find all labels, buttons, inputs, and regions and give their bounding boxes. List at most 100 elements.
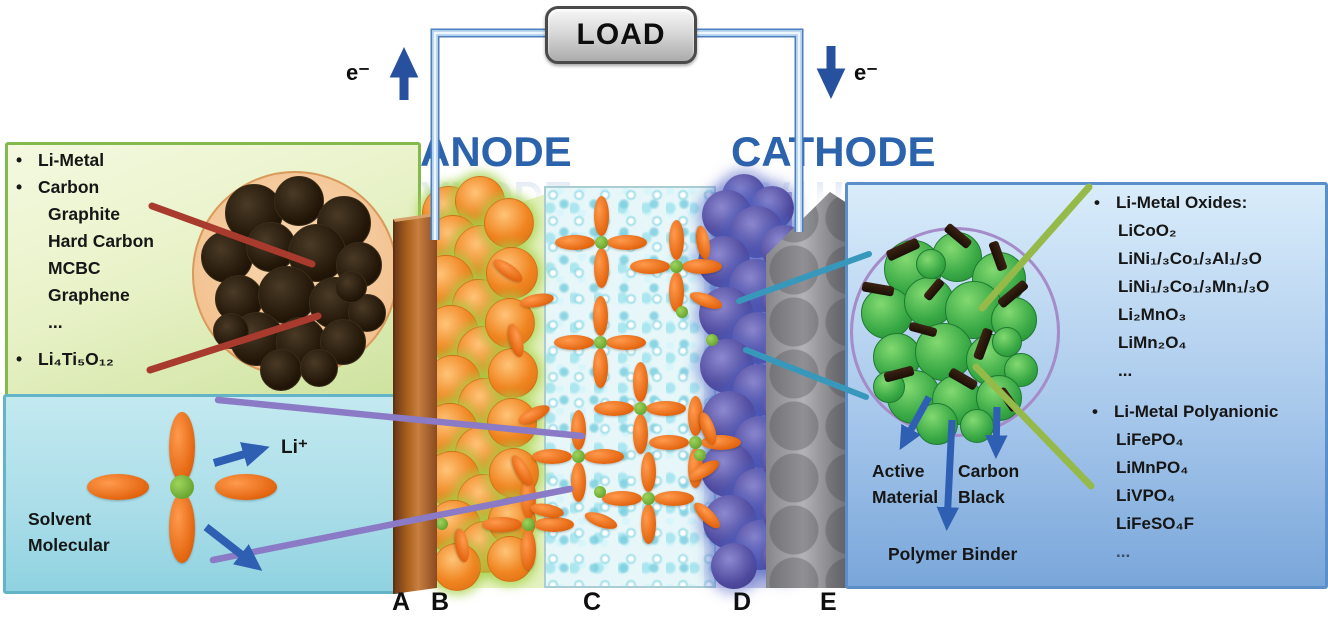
solvent-petal (592, 296, 608, 336)
electrolyte-separator-layer (544, 186, 716, 588)
li-ion-dot (521, 517, 535, 531)
solvent-petal (169, 493, 195, 563)
cathode-current-collector-plate (766, 192, 848, 588)
load-box: LOAD (545, 6, 697, 64)
active-material-line2: Material (872, 487, 939, 507)
list-item: LiNi₁/₃Co₁/₃Mn₁/₃O (1118, 277, 1270, 296)
graphite-particle (260, 349, 302, 391)
layer-letter-d: D (733, 588, 752, 616)
solvent-petal (482, 516, 522, 532)
anode-label: ANODE (420, 128, 572, 175)
solvent-petal (520, 530, 536, 570)
solvent-petal (592, 348, 608, 388)
solvent-petal (646, 400, 686, 416)
solvent-caption-line1: Solvent (28, 509, 92, 529)
cathode-polyanionic-list: •Li-Metal Polyanionic LiFePO₄ LiMnPO₄ Li… (1092, 398, 1278, 566)
polymer-binder-label: Polymer Binder (888, 544, 1018, 564)
bullet-icon: • (16, 150, 23, 170)
solvent-petal (593, 248, 609, 288)
layer-letter-a: A (392, 588, 411, 616)
li-ion-dot (571, 449, 585, 463)
layer-letter-c: C (583, 588, 602, 616)
solvent-petal (169, 412, 195, 482)
li-ion-dot (706, 334, 718, 346)
solvent-caption: Solvent Molecular (28, 506, 110, 558)
list-item: LiCoO₂ (1118, 221, 1177, 240)
li-ion-dot (594, 486, 606, 498)
solvent-petal (687, 396, 703, 436)
anode-particle (484, 198, 534, 248)
solvent-petal (668, 272, 684, 312)
list-item: Graphite (48, 204, 120, 224)
list-item: ... (48, 312, 63, 332)
layer-letter-e: E (820, 588, 837, 616)
li-ion-dot (669, 259, 683, 273)
li-ion-dot (593, 335, 607, 349)
list-item: •Li-Metal Oxides: (1094, 189, 1269, 217)
active-material-label: Active Material (872, 458, 938, 510)
load-label: LOAD (576, 18, 666, 51)
list-item-label: Li-Metal (38, 150, 105, 170)
solvent-petal (632, 414, 648, 454)
solvent-petal (584, 448, 624, 464)
solvent-petal (606, 334, 646, 350)
solvent-petal (640, 452, 656, 492)
carbon-black-line2: Black (958, 487, 1005, 507)
list-item: LiNi₁/₃Co₁/₃Al₁/₃O (1118, 249, 1262, 268)
list-item: LiFePO₄ (1116, 430, 1184, 449)
list-item: Li₂MnO₃ (1118, 305, 1187, 324)
solvent-petal (630, 258, 670, 274)
solvent-petal (632, 362, 648, 402)
list-item: ... (1118, 361, 1133, 380)
solvent-petal (570, 462, 586, 502)
anode-particle (488, 348, 538, 398)
solvent-petal (532, 448, 572, 464)
list-item: MCBC (48, 258, 101, 278)
li-ion-dot (594, 235, 608, 249)
li-ion-label: Li⁺ (281, 437, 308, 458)
active-material-particle (916, 403, 958, 445)
solvent-petal (682, 258, 722, 274)
li-ion-dot (688, 435, 702, 449)
li-ion-dot (694, 449, 706, 461)
list-item: Graphene (48, 285, 130, 305)
solvent-petal (668, 220, 684, 260)
anode-current-collector-plate (393, 212, 437, 595)
anode-materials-list: •Li-Metal •Carbon Graphite Hard Carbon M… (16, 147, 154, 336)
list-item: LiMnPO₄ (1116, 458, 1189, 477)
graphite-particle (300, 349, 338, 387)
cathode-particle (711, 543, 757, 589)
li-ion-dot (170, 475, 194, 499)
list-item: • Li-Metal (16, 147, 154, 174)
solvent-caption-line2: Molecular (28, 535, 110, 555)
list-item: LiMn₂O₄ (1118, 333, 1187, 352)
list-item: •Li₄Ti₅O₁₂ (16, 346, 114, 373)
solvent-box (3, 394, 405, 594)
bullet-icon: • (1094, 193, 1100, 212)
cathode-oxides-list: •Li-Metal Oxides: LiCoO₂ LiNi₁/₃Co₁/₃Al₁… (1094, 189, 1269, 385)
bullet-icon: • (16, 349, 23, 369)
list-item: ... (1116, 542, 1131, 561)
layer-letter-b: B (431, 588, 450, 616)
bullet-icon: • (16, 177, 23, 197)
active-material-particle (960, 409, 994, 443)
solvent-petal (534, 516, 574, 532)
list-item: LiFeSO₄F (1116, 514, 1194, 533)
solvent-petal (594, 400, 634, 416)
list-item: •Li-Metal Polyanionic (1092, 398, 1278, 426)
solvent-petal (554, 334, 594, 350)
solvent-petal (87, 474, 149, 500)
solvent-petal (570, 410, 586, 450)
solvent-petal (555, 234, 595, 250)
anode-materials-list-2: •Li₄Ti₅O₁₂ (16, 346, 114, 373)
solvent-petal (215, 474, 277, 500)
li-ion-dot (676, 306, 688, 318)
list-item: Hard Carbon (48, 231, 154, 251)
li-ion-dot (641, 491, 655, 505)
carbon-black-line1: Carbon (958, 461, 1020, 481)
list-heading: Li-Metal Polyanionic (1114, 402, 1279, 421)
li-ion-dot (633, 401, 647, 415)
graphite-particle (213, 313, 249, 349)
li-ion-dot (436, 518, 448, 530)
carbon-black-label: Carbon Black (958, 458, 1019, 510)
